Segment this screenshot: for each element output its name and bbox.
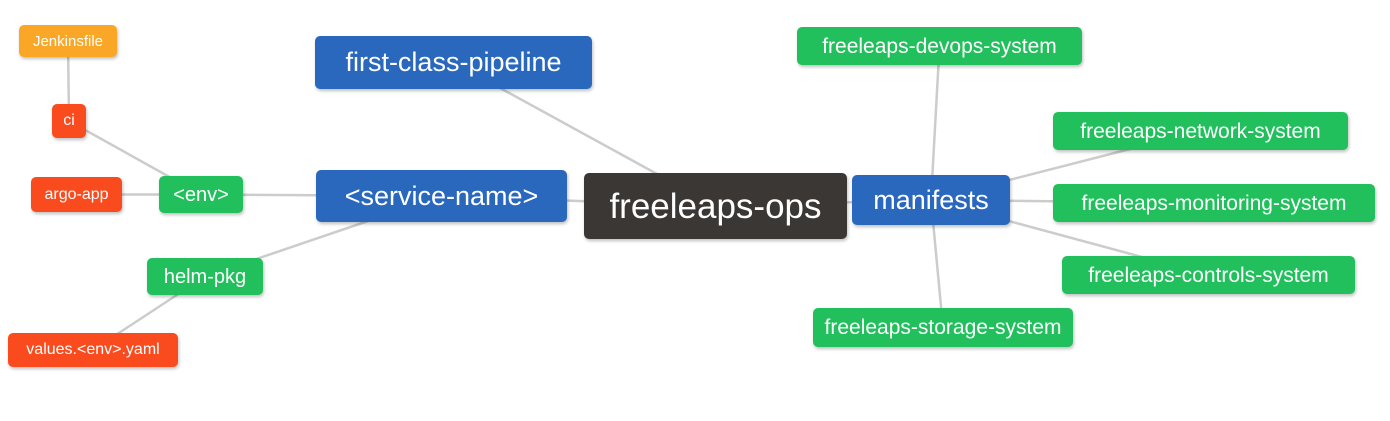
node-storage-system[interactable]: freeleaps-storage-system	[813, 308, 1073, 347]
node-first-class-pipeline[interactable]: first-class-pipeline	[315, 36, 592, 89]
node-argo-app[interactable]: argo-app	[31, 177, 122, 212]
node-helm-pkg[interactable]: helm-pkg	[147, 258, 263, 295]
node-freeleaps-ops[interactable]: freeleaps-ops	[584, 173, 847, 239]
node-ci[interactable]: ci	[52, 104, 86, 138]
node-service-name[interactable]: <service-name>	[316, 170, 567, 222]
node-values-env-yaml[interactable]: values.<env>.yaml	[8, 333, 178, 367]
node-monitoring-system[interactable]: freeleaps-monitoring-system	[1053, 184, 1375, 222]
node-env[interactable]: <env>	[159, 176, 243, 213]
node-controls-system[interactable]: freeleaps-controls-system	[1062, 256, 1355, 294]
node-network-system[interactable]: freeleaps-network-system	[1053, 112, 1348, 150]
node-devops-system[interactable]: freeleaps-devops-system	[797, 27, 1082, 65]
edge-manifests-devops-system	[929, 45, 941, 201]
node-manifests[interactable]: manifests	[852, 175, 1010, 225]
node-jenkinsfile[interactable]: Jenkinsfile	[19, 25, 117, 57]
